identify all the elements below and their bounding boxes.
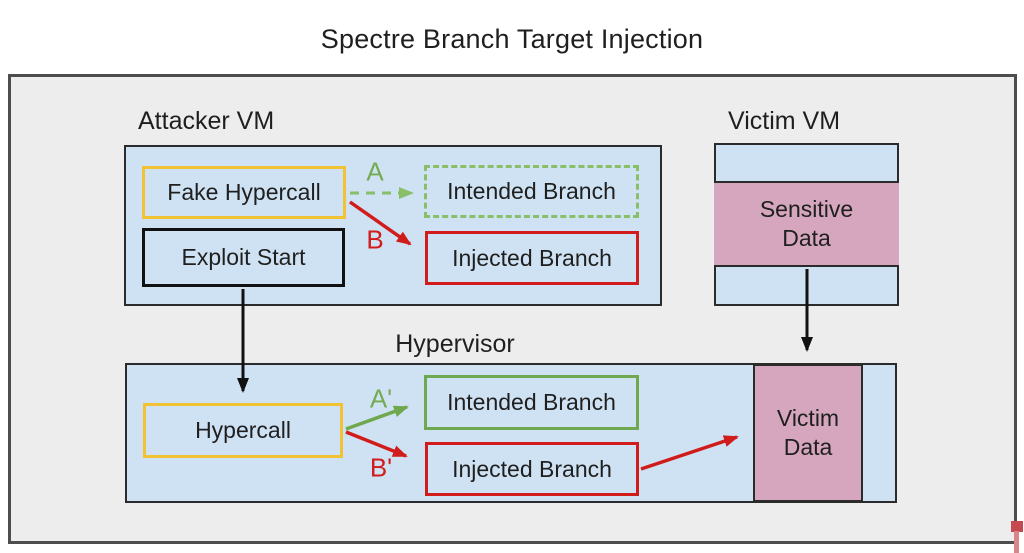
victim-data-node: Victim Data (753, 364, 863, 502)
hypercall-label: Hypercall (195, 417, 291, 444)
exploit-start-label: Exploit Start (181, 244, 306, 271)
attacker-vm-label: Attacker VM (138, 107, 275, 135)
hypervisor-label: Hypervisor (395, 330, 515, 358)
red-caret-stem (1014, 531, 1019, 553)
hypervisor-intended-branch-label: Intended Branch (447, 389, 616, 416)
edge-a-prime-label: A' (369, 383, 393, 414)
hypercall-node: Hypercall (143, 403, 343, 458)
edge-b-label: B (366, 224, 384, 255)
exploit-start-node: Exploit Start (142, 228, 345, 287)
fake-hypercall-label: Fake Hypercall (167, 179, 321, 206)
edge-a-label: A (366, 156, 384, 187)
hypervisor-injected-branch-node: Injected Branch (425, 442, 639, 496)
fake-hypercall-node: Fake Hypercall (142, 166, 346, 219)
victim-data-label: Victim Data (776, 405, 840, 460)
hypervisor-injected-branch-label: Injected Branch (452, 455, 612, 482)
victim-vm-label: Victim VM (728, 107, 841, 135)
attacker-intended-branch-label: Intended Branch (447, 178, 616, 205)
red-caret-marker (1011, 521, 1023, 532)
edge-b-prime-label: B' (369, 452, 393, 483)
hypervisor-intended-branch-node: Intended Branch (424, 375, 639, 430)
diagram-title: Spectre Branch Target Injection (320, 24, 704, 54)
attacker-injected-branch-node: Injected Branch (425, 231, 639, 285)
sensitive-data-label: Sensitive Data (759, 196, 854, 251)
attacker-injected-branch-label: Injected Branch (452, 244, 612, 271)
sensitive-data-node: Sensitive Data (714, 181, 899, 267)
attacker-intended-branch-node: Intended Branch (424, 165, 639, 218)
